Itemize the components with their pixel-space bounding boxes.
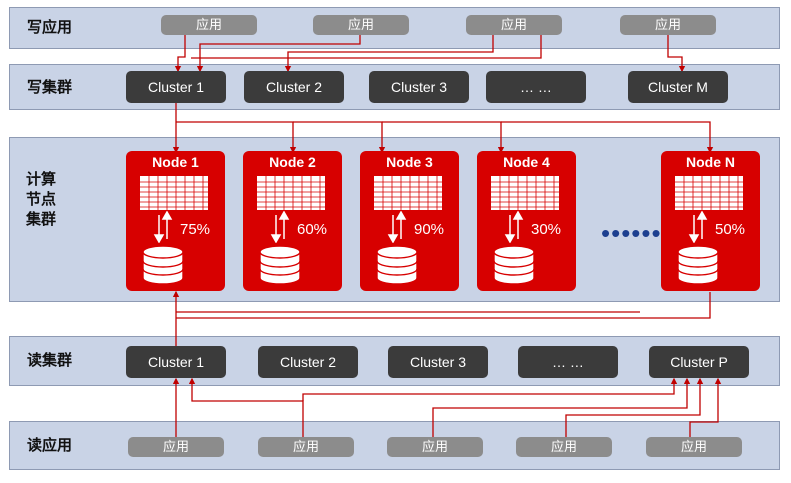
wire-wapp3-c1 <box>191 35 542 59</box>
table-icon <box>675 176 743 210</box>
wire-nodeN-rc1 <box>176 292 711 319</box>
write-apps-label: 写应用 <box>27 19 73 36</box>
node-1: Node 1 75% <box>126 151 225 291</box>
node-load: 75% <box>180 221 211 238</box>
wire-c1-node4 <box>382 121 505 154</box>
wire-wapp4-cm <box>667 35 686 73</box>
write-cluster-m: Cluster M <box>628 71 728 103</box>
write-app-3: 应用 <box>466 15 562 35</box>
wire-wapp3-c2 <box>284 35 494 73</box>
node-title: Node 2 <box>269 154 316 170</box>
node-load: 50% <box>715 221 746 238</box>
wire-rapp2-rcp <box>302 377 678 401</box>
database-icon <box>376 245 418 285</box>
write-cluster-2: Cluster 2 <box>244 71 344 103</box>
write-cluster-ellipsis: … … <box>486 71 586 103</box>
read-cluster-1: Cluster 1 <box>126 346 226 378</box>
node-4: Node 4 30% <box>477 151 576 291</box>
bidirectional-arrows-icon <box>153 211 173 243</box>
write-app-2: 应用 <box>313 15 409 35</box>
write-cluster-3: Cluster 3 <box>369 71 469 103</box>
wire-c1-node2 <box>176 121 297 154</box>
read-app-1: 应用 <box>128 437 224 457</box>
compute-label-line-1: 计算 <box>26 171 57 188</box>
write-app-1: 应用 <box>161 15 257 35</box>
read-apps-label: 读应用 <box>27 437 73 454</box>
bidirectional-arrows-icon <box>688 211 708 243</box>
read-app-3: 应用 <box>387 437 483 457</box>
read-app-2: 应用 <box>258 437 354 457</box>
node-load: 60% <box>297 221 328 238</box>
read-cluster-3: Cluster 3 <box>388 346 488 378</box>
write-clusters-label: 写集群 <box>27 79 73 96</box>
table-icon <box>491 176 559 210</box>
wire-wapp2-c1 <box>196 35 361 73</box>
write-app-4: 应用 <box>620 15 716 35</box>
bidirectional-arrows-icon <box>387 211 407 243</box>
table-icon <box>374 176 442 210</box>
node-title: Node N <box>686 154 735 170</box>
compute-label-line-3: 集群 <box>26 211 57 228</box>
node-n: Node N 50% <box>661 151 760 291</box>
read-app-5: 应用 <box>646 437 742 457</box>
write-cluster-1: Cluster 1 <box>126 71 226 103</box>
node-title: Node 4 <box>503 154 550 170</box>
wire-rapp4-rcp <box>565 377 704 440</box>
wire-rapp5-rcp <box>689 377 722 440</box>
nodes-ellipsis: •••••• <box>601 218 662 248</box>
compute-label-line-2: 节点 <box>26 191 57 208</box>
bidirectional-arrows-icon <box>270 211 290 243</box>
database-icon <box>677 245 719 285</box>
node-3: Node 3 90% <box>360 151 459 291</box>
wire-wapp1-c1 <box>174 35 186 73</box>
database-icon <box>142 245 184 285</box>
wire-c1-node3 <box>293 121 386 154</box>
wire-c1-nodeN <box>501 121 714 154</box>
node-load: 90% <box>414 221 445 238</box>
node-load: 30% <box>531 221 562 238</box>
table-icon <box>257 176 325 210</box>
wire-rapp2-rc1 <box>188 377 304 440</box>
database-icon <box>493 245 535 285</box>
read-cluster-p: Cluster P <box>649 346 749 378</box>
read-clusters-label: 读集群 <box>27 352 73 369</box>
wire-rapp3-rcp <box>432 377 691 440</box>
table-icon <box>140 176 208 210</box>
read-cluster-ellipsis: … … <box>518 346 618 378</box>
bidirectional-arrows-icon <box>504 211 524 243</box>
database-icon <box>259 245 301 285</box>
node-title: Node 3 <box>386 154 433 170</box>
read-app-4: 应用 <box>516 437 612 457</box>
node-title: Node 1 <box>152 154 199 170</box>
node-2: Node 2 60% <box>243 151 342 291</box>
read-cluster-2: Cluster 2 <box>258 346 358 378</box>
